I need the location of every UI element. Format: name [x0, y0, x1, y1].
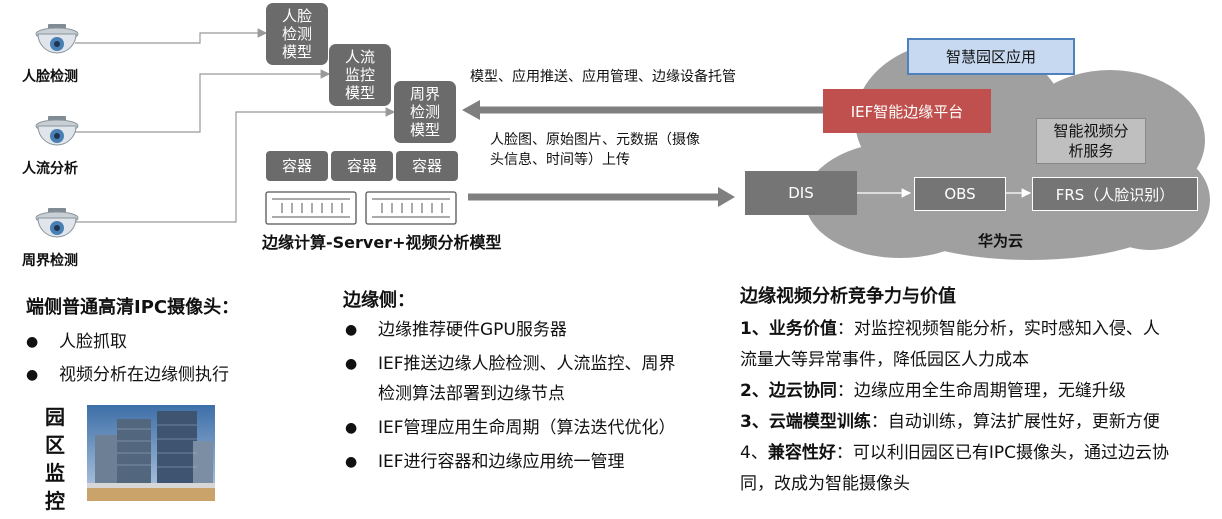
camera-label: 人脸检测 — [22, 69, 78, 85]
edge-bullet-list: 边缘推荐硬件GPU服务器 IEF推送边缘人脸检测、人流监控、周界 检测算法部署到… — [345, 315, 725, 477]
camera-group-crowd: 人流分析 — [22, 114, 102, 178]
container-box: 容器 — [331, 151, 393, 181]
list-item: 人脸抓取 — [26, 327, 229, 357]
edge-section-title: 边缘侧： — [343, 290, 415, 311]
list-item: IEF管理应用生命周期（算法迭代优化） — [345, 413, 725, 443]
camera-group-face: 人脸检测 — [22, 22, 102, 86]
dome-camera-icon — [35, 116, 79, 146]
upload-arrow-text-2: 头信息、时间等）上传 — [490, 152, 630, 168]
crowd-monitor-model: 人流 监控 模型 — [329, 44, 391, 106]
terminal-bullet-list: 人脸抓取 视频分析在边缘侧执行 — [26, 327, 229, 390]
list-item: 视频分析在边缘侧执行 — [26, 360, 229, 390]
face-detection-model: 人脸 检测 模型 — [266, 3, 328, 65]
dome-camera-icon — [35, 208, 79, 238]
value-item: 4、兼容性好：可以利旧园区已有IPC摄像头，通过边云协 — [740, 443, 1169, 463]
line-camera2-to-crowd-model — [75, 69, 331, 133]
smart-park-app-box: 智慧园区应用 — [907, 38, 1075, 75]
camera-label: 人流分析 — [22, 161, 78, 177]
vertical-char: 控 — [45, 489, 65, 513]
value-item: 3、云端模型训练：自动训练，算法扩展性好，更新方便 — [740, 412, 1160, 432]
huawei-cloud-label: 华为云 — [978, 232, 1024, 250]
camera-group-perimeter: 周界检测 — [22, 206, 102, 270]
line-camera1-to-face-model — [75, 28, 268, 44]
dis-box: DIS — [745, 171, 857, 215]
vertical-char: 监 — [45, 461, 65, 485]
download-arrow-text: 模型、应用推送、应用管理、边缘设备托管 — [470, 69, 736, 85]
vertical-char: 园 — [45, 405, 65, 429]
value-list: 1、业务价值：对监控视频智能分析，实时感知入侵、人 流量大等异常事件，降低园区人… — [740, 314, 1218, 500]
list-item: IEF推送边缘人脸检测、人流监控、周界 检测算法部署到边缘节点 — [345, 349, 725, 409]
video-service-line2: 析服务 — [1068, 142, 1114, 160]
value-item: 1、业务价值：对监控视频智能分析，实时感知入侵、人 — [740, 319, 1160, 339]
park-monitor-vertical-label: 园 区 监 控 — [40, 403, 70, 515]
server-rack-icon — [265, 191, 457, 225]
vertical-char: 区 — [45, 433, 65, 457]
video-analysis-service-box: 智能视频分 析服务 — [1036, 118, 1146, 164]
edge-server-label: 边缘计算-Server+视频分析模型 — [262, 233, 502, 252]
upload-arrow-text-1: 人脸图、原始图片、元数据（摄像 — [490, 132, 700, 148]
dome-camera-icon — [35, 24, 79, 54]
frs-box: FRS（人脸识别） — [1032, 177, 1198, 211]
camera-label: 周界检测 — [22, 253, 78, 269]
obs-box: OBS — [914, 177, 1006, 211]
perimeter-detection-model: 周界 检测 模型 — [394, 81, 456, 143]
park-building-image — [87, 405, 215, 501]
video-service-line1: 智能视频分 — [1053, 122, 1129, 140]
list-item: 边缘推荐硬件GPU服务器 — [345, 315, 725, 345]
list-item: IEF进行容器和边缘应用统一管理 — [345, 447, 725, 477]
container-box: 容器 — [396, 151, 458, 181]
arrow-edge-to-cloud-head — [718, 187, 735, 207]
arrow-cloud-to-edge-head — [462, 100, 480, 120]
terminal-section-title: 端侧普通高清IPC摄像头： — [26, 297, 240, 318]
ief-platform-box: IEF智能边缘平台 — [823, 89, 991, 133]
value-section-title: 边缘视频分析竞争力与价值 — [740, 286, 956, 307]
line-camera3-to-perimeter-model — [75, 107, 396, 223]
container-box: 容器 — [266, 151, 328, 181]
value-item-continued: 同，改成为智能摄像头 — [740, 474, 910, 494]
value-item: 2、边云协同：边缘应用全生命周期管理，无缝升级 — [740, 381, 1126, 401]
value-item-continued: 流量大等异常事件，降低园区人力成本 — [740, 350, 1029, 370]
